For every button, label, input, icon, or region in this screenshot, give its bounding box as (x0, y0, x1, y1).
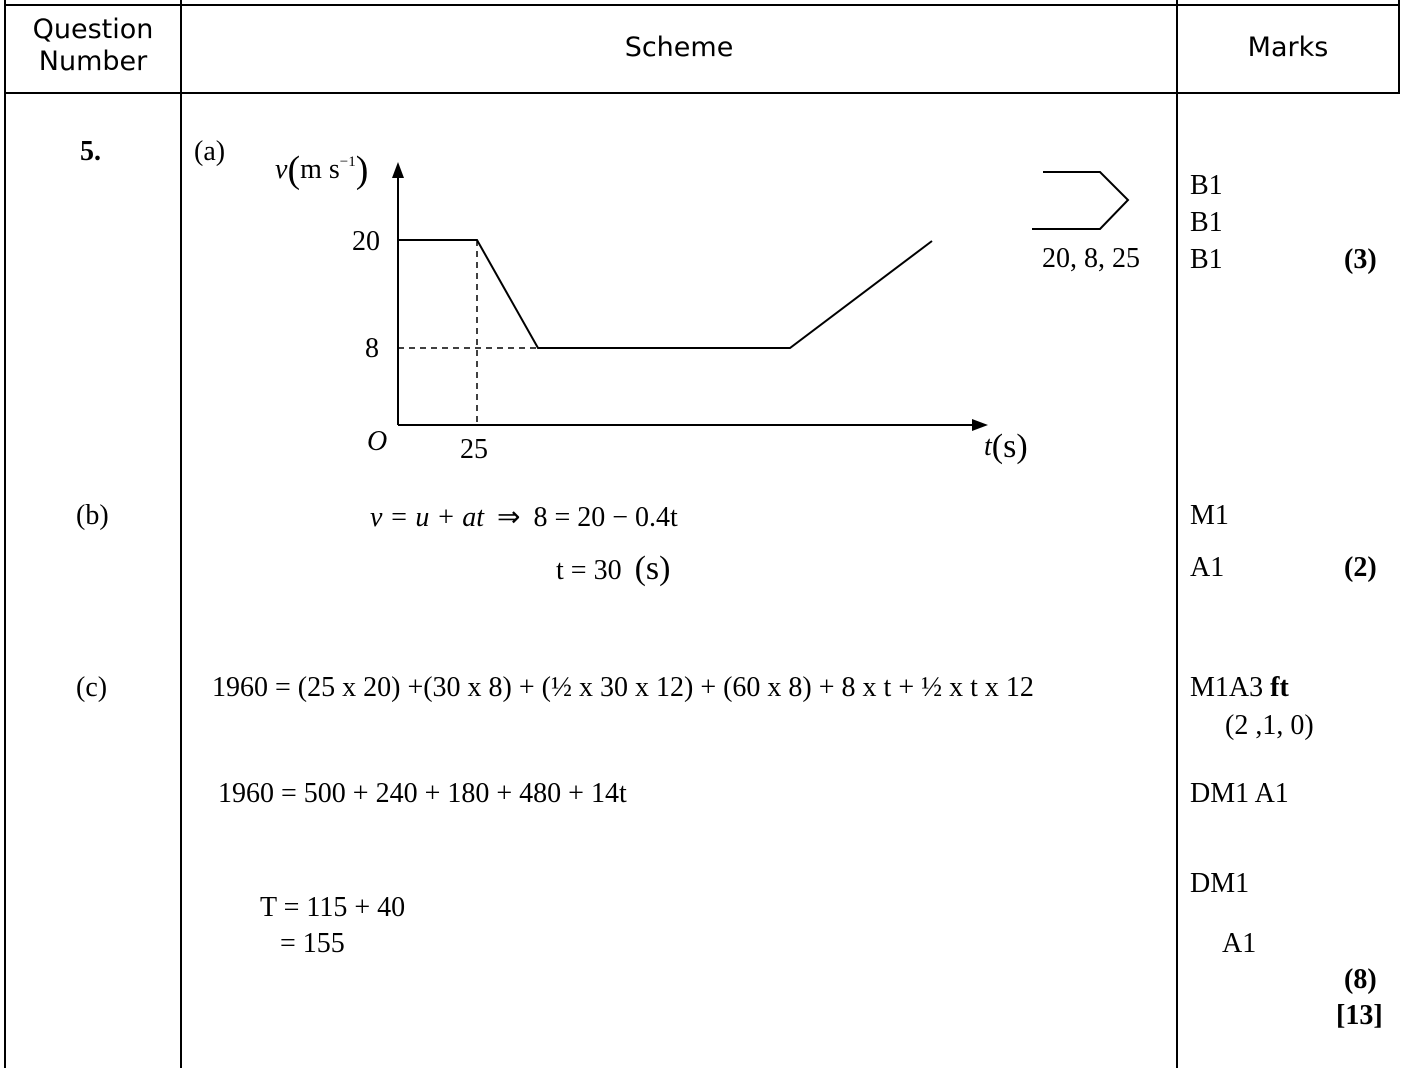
mark-a-3: B1 (1190, 244, 1223, 275)
bracket-mark (1032, 171, 1130, 230)
mark-c-1-sub: (2 ,1, 0) (1225, 710, 1314, 741)
header-marks: Marks (1247, 32, 1329, 63)
mark-c-2: DM1 A1 (1190, 778, 1289, 809)
mark-a-1: B1 (1190, 170, 1223, 201)
column-divider-1 (180, 0, 182, 1068)
part-b-line2: t = 30 (s) (556, 550, 670, 588)
question-number: 5. (80, 136, 101, 167)
part-a-label: (a) (194, 136, 226, 167)
tick-label-8: 8 (365, 333, 379, 364)
mark-a-2: B1 (1190, 207, 1223, 238)
tick-label-25: 25 (460, 434, 488, 465)
mark-c-1: M1A3 ft (1190, 672, 1289, 704)
x-axis-arrow (972, 419, 988, 431)
mark-c-3: DM1 (1190, 868, 1250, 899)
implies-arrow: ⇒ (497, 502, 521, 533)
header-divider (4, 92, 1400, 94)
origin-label: O (367, 426, 387, 457)
part-c-line3: T = 115 + 40 (260, 892, 406, 923)
velocity-time-graph: v(m s−1) 20 8 O 25 t(s) 20, 8, 25 (275, 149, 1140, 465)
mark-b-2: A1 (1190, 552, 1225, 583)
mark-a-total: (3) (1344, 244, 1377, 275)
mark-c-total: (8) (1344, 964, 1377, 995)
part-c-line4: = 155 (280, 928, 345, 959)
part-b-label: (b) (76, 500, 109, 531)
mark-b-1: M1 (1190, 500, 1229, 531)
table-border-top (4, 4, 1400, 6)
y-axis-arrow (392, 162, 404, 178)
header-question-line1: Question (32, 14, 154, 45)
suvat-equation: v = u + at (370, 502, 484, 533)
header-scheme: Scheme (624, 32, 734, 63)
grand-total: [13] (1336, 1000, 1383, 1031)
table-border-right (1398, 0, 1400, 93)
x-axis-label: t(s) (984, 428, 1028, 465)
mark-c-4: A1 (1222, 928, 1257, 959)
table-border-left (4, 0, 6, 1068)
part-b-unit: (s) (634, 550, 671, 587)
mark-c-1-ft: ft (1270, 672, 1289, 703)
part-c-label: (c) (76, 672, 108, 703)
part-b-line1: v = u + at ⇒ 8 = 20 − 0.4t (370, 500, 678, 534)
velocity-profile-line (398, 239, 933, 349)
tick-label-20: 20 (352, 226, 380, 257)
part-c-line2: 1960 = 500 + 240 + 180 + 480 + 14t (218, 778, 627, 809)
part-b-result: t = 30 (556, 555, 622, 586)
part-c-line1: 1960 = (25 x 20) +(30 x 8) + (½ x 30 x 1… (212, 672, 1034, 703)
header-question-line2: Number (38, 46, 148, 77)
mark-b-total: (2) (1344, 552, 1377, 583)
column-divider-2 (1176, 0, 1178, 1068)
part-b-substitution: 8 = 20 − 0.4t (533, 502, 678, 533)
graph-comment: 20, 8, 25 (1042, 243, 1140, 274)
header-question-number: Question Number (6, 14, 180, 78)
y-axis-label: v(m s−1) (275, 149, 368, 191)
mark-c-1-text: M1A3 (1190, 672, 1264, 703)
